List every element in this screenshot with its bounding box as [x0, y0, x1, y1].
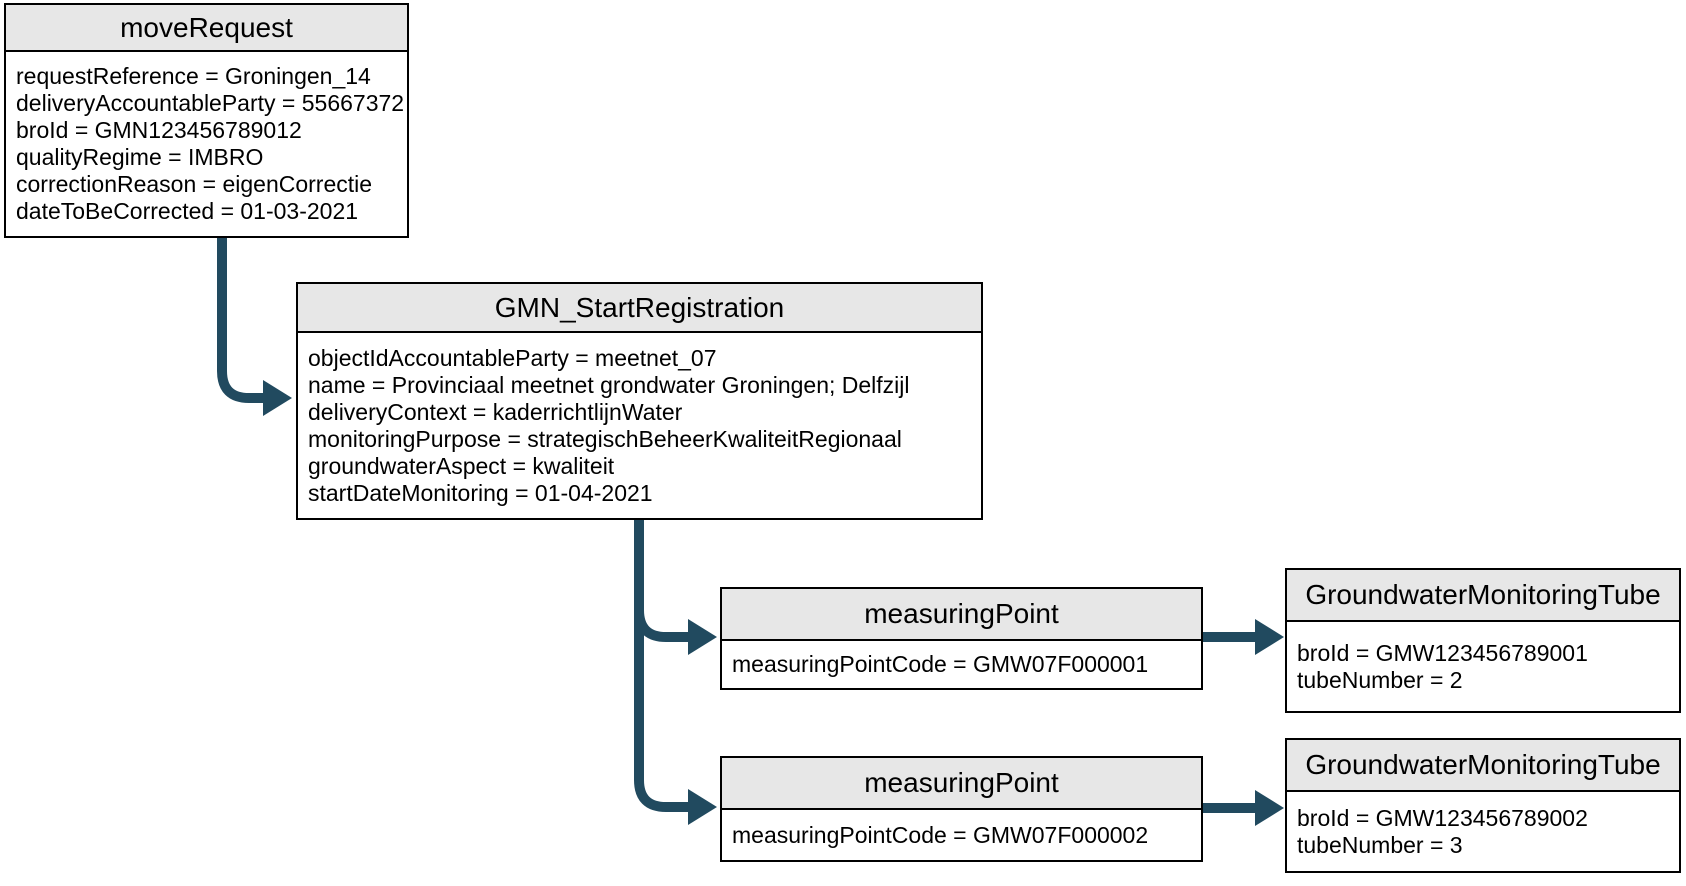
node-measuringpoint-2: measuringPoint measuringPointCode = GMW0… — [720, 756, 1203, 862]
node-title: measuringPoint — [722, 758, 1201, 810]
arrowhead-icon — [1255, 790, 1284, 826]
attribute-line: objectIdAccountableParty = meetnet_07 — [308, 344, 717, 371]
arrowhead-icon — [1255, 619, 1284, 655]
edge-gmn-to-measuringpoint-1 — [634, 520, 717, 655]
node-title: moveRequest — [6, 5, 407, 52]
node-title: measuringPoint — [722, 589, 1201, 641]
attribute-line: measuringPointCode = GMW07F000001 — [732, 651, 1149, 677]
attribute-line: tubeNumber = 2 — [1297, 666, 1463, 693]
node-measuringpoint-1: measuringPoint measuringPointCode = GMW0… — [720, 587, 1203, 690]
node-moverequest: moveRequest requestReference = Groningen… — [4, 3, 409, 238]
attribute-line: name = Provinciaal meetnet grondwater Gr… — [308, 371, 910, 398]
edge-measuringpoint-1-to-tube-1 — [1203, 619, 1284, 655]
edge-moverequest-to-gmn-startregistration — [217, 237, 292, 416]
node-attributes: requestReference = Groningen_14 delivery… — [6, 52, 407, 236]
attribute-line: broId = GMN123456789012 — [16, 117, 302, 143]
attribute-line: qualityRegime = IMBRO — [16, 144, 264, 170]
node-gmn-startregistration: GMN_StartRegistration objectIdAccountabl… — [296, 282, 983, 520]
attribute-line: correctionReason = eigenCorrectie — [16, 171, 373, 197]
attribute-line: broId = GMW123456789002 — [1297, 804, 1588, 831]
attribute-line: monitoringPurpose = strategischBeheerKwa… — [308, 425, 902, 452]
attribute-line: startDateMonitoring = 01-04-2021 — [308, 479, 653, 506]
node-title: GroundwaterMonitoringTube — [1287, 740, 1679, 792]
attribute-line: requestReference = Groningen_14 — [16, 63, 371, 89]
node-attributes: broId = GMW123456789002 tubeNumber = 3 — [1287, 792, 1679, 871]
attribute-line: broId = GMW123456789001 — [1297, 639, 1588, 666]
arrowhead-icon — [688, 619, 717, 655]
attribute-line: tubeNumber = 3 — [1297, 831, 1463, 858]
node-attributes: broId = GMW123456789001 tubeNumber = 2 — [1287, 622, 1679, 711]
attribute-line: measuringPointCode = GMW07F000002 — [732, 821, 1149, 848]
edge-gmn-to-measuringpoint-2 — [634, 520, 717, 825]
node-attributes: measuringPointCode = GMW07F000001 — [722, 641, 1201, 688]
edge-measuringpoint-2-to-tube-2 — [1203, 790, 1284, 826]
node-attributes: measuringPointCode = GMW07F000002 — [722, 810, 1201, 860]
node-title: GroundwaterMonitoringTube — [1287, 570, 1679, 622]
arrowhead-icon — [263, 380, 292, 416]
node-attributes: objectIdAccountableParty = meetnet_07 na… — [298, 333, 981, 518]
arrowhead-icon — [688, 789, 717, 825]
attribute-line: deliveryContext = kaderrichtlijnWater — [308, 398, 683, 425]
attribute-line: groundwaterAspect = kwaliteit — [308, 452, 615, 479]
attribute-line: deliveryAccountableParty = 55667372 — [16, 90, 405, 116]
node-groundwatermonitoringtube-2: GroundwaterMonitoringTube broId = GMW123… — [1285, 738, 1681, 873]
attribute-line: dateToBeCorrected = 01-03-2021 — [16, 198, 359, 224]
node-groundwatermonitoringtube-1: GroundwaterMonitoringTube broId = GMW123… — [1285, 568, 1681, 713]
node-title: GMN_StartRegistration — [298, 284, 981, 333]
